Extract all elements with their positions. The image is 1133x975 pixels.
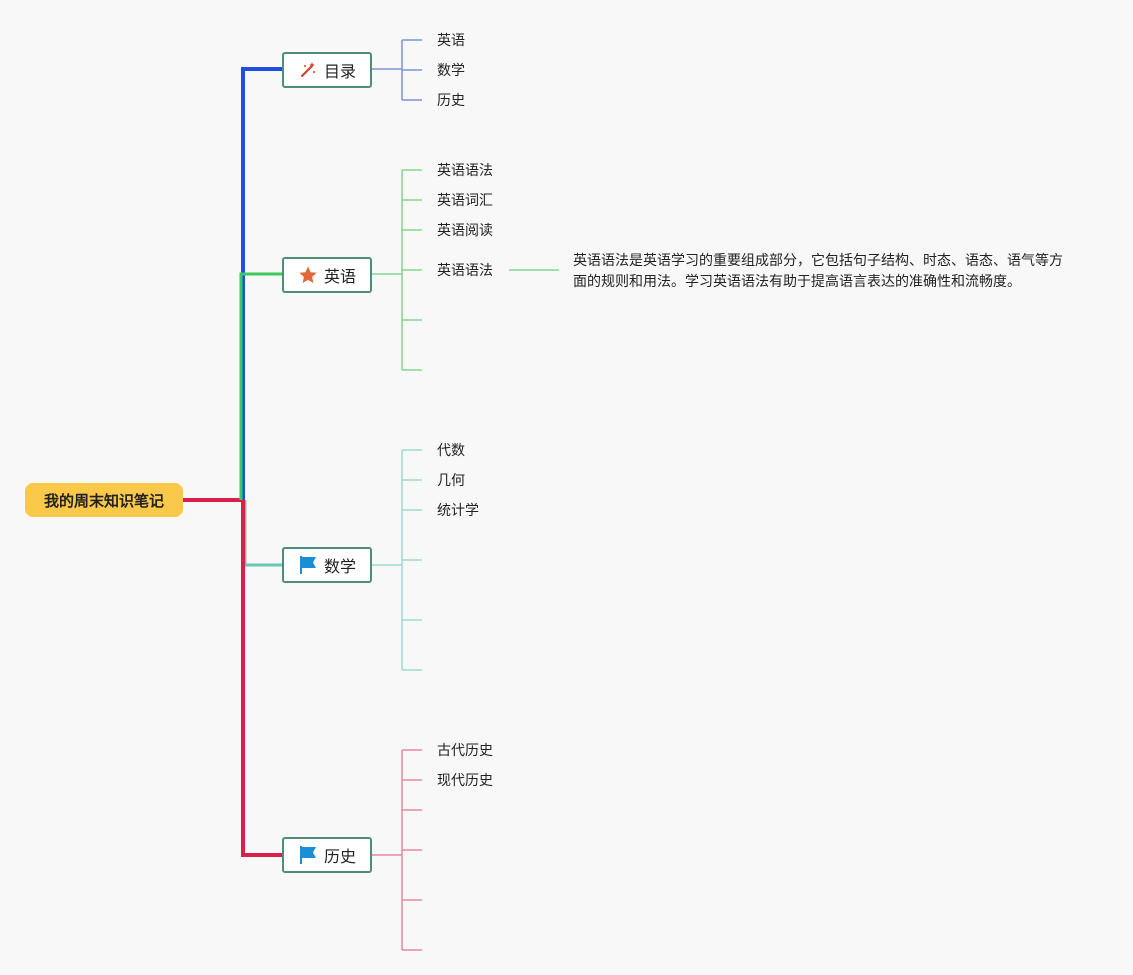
leaf-toc-history[interactable]: 历史 bbox=[437, 93, 465, 109]
root-node[interactable]: 我的周末知识笔记 bbox=[25, 483, 183, 517]
leaf-english-reading[interactable]: 英语阅读 bbox=[437, 223, 493, 239]
star-icon bbox=[298, 265, 318, 285]
topic-toc[interactable]: 目录 bbox=[282, 52, 372, 88]
flag-icon bbox=[298, 555, 318, 575]
leaf-history-ancient[interactable]: 古代历史 bbox=[437, 743, 493, 759]
leaf-bracket-math bbox=[372, 449, 422, 671]
leaf-math-algebra[interactable]: 代数 bbox=[437, 443, 465, 459]
topic-english[interactable]: 英语 bbox=[282, 257, 372, 293]
branch-connector-math bbox=[243, 500, 283, 567]
topic-label: 数学 bbox=[323, 557, 356, 576]
topic-label: 历史 bbox=[323, 847, 356, 866]
grammar-note[interactable]: 英语语法是英语学习的重要组成部分，它包括句子结构、时态、语态、语气等方面的规则和… bbox=[573, 253, 1063, 290]
flag-icon bbox=[298, 845, 318, 865]
topic-label: 英语 bbox=[323, 267, 356, 286]
leaf-bracket-toc bbox=[372, 39, 422, 101]
topic-math[interactable]: 数学 bbox=[282, 547, 372, 583]
leaf-math-statistics[interactable]: 统计学 bbox=[437, 503, 479, 519]
leaf-bracket-history bbox=[372, 749, 422, 951]
topic-history[interactable]: 历史 bbox=[282, 837, 372, 873]
topic-label: 目录 bbox=[323, 62, 356, 81]
leaf-english-grammar[interactable]: 英语语法 bbox=[437, 163, 493, 179]
leaf-english-grammar-detail[interactable]: 英语语法 bbox=[437, 263, 493, 279]
leaf-english-vocabulary[interactable]: 英语词汇 bbox=[437, 193, 493, 209]
leaf-math-geometry[interactable]: 几何 bbox=[437, 473, 465, 489]
leaf-history-modern[interactable]: 现代历史 bbox=[437, 773, 493, 789]
leaf-toc-math[interactable]: 数学 bbox=[437, 63, 465, 79]
root-label: 我的周末知识笔记 bbox=[43, 491, 164, 510]
branch-connector-history bbox=[241, 500, 283, 857]
leaf-bracket-english bbox=[372, 169, 559, 371]
branch-connector-english bbox=[239, 272, 283, 500]
branch-connector-toc bbox=[241, 67, 283, 500]
magic-wand-icon bbox=[298, 60, 318, 80]
leaf-toc-english[interactable]: 英语 bbox=[437, 33, 465, 49]
